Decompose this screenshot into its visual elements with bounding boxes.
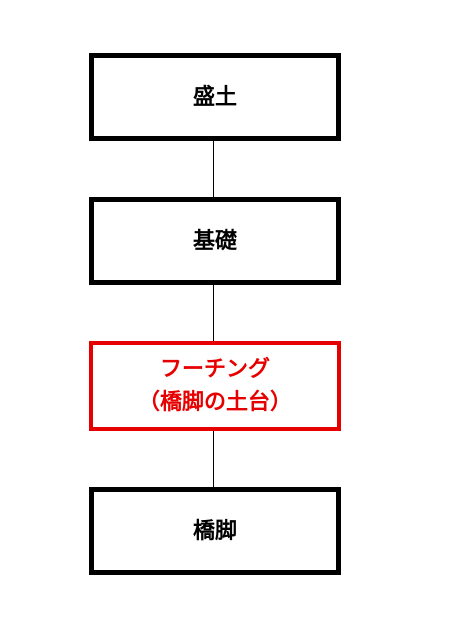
node-footing: フーチング （橋脚の土台） <box>89 341 341 431</box>
node-foundation: 基礎 <box>89 197 341 285</box>
node-embankment: 盛土 <box>89 53 341 141</box>
connector-foundation-footing <box>213 285 214 342</box>
node-pier: 橋脚 <box>89 487 341 575</box>
connector-footing-pier <box>213 431 214 488</box>
node-footing-label-line-1: フーチング <box>159 357 270 382</box>
node-footing-label-line-2: （橋脚の土台） <box>137 390 292 415</box>
connector-embankment-foundation <box>213 141 214 198</box>
node-foundation-label: 基礎 <box>192 228 237 254</box>
node-embankment-label: 盛土 <box>192 84 237 110</box>
node-pier-label: 橋脚 <box>192 518 237 544</box>
